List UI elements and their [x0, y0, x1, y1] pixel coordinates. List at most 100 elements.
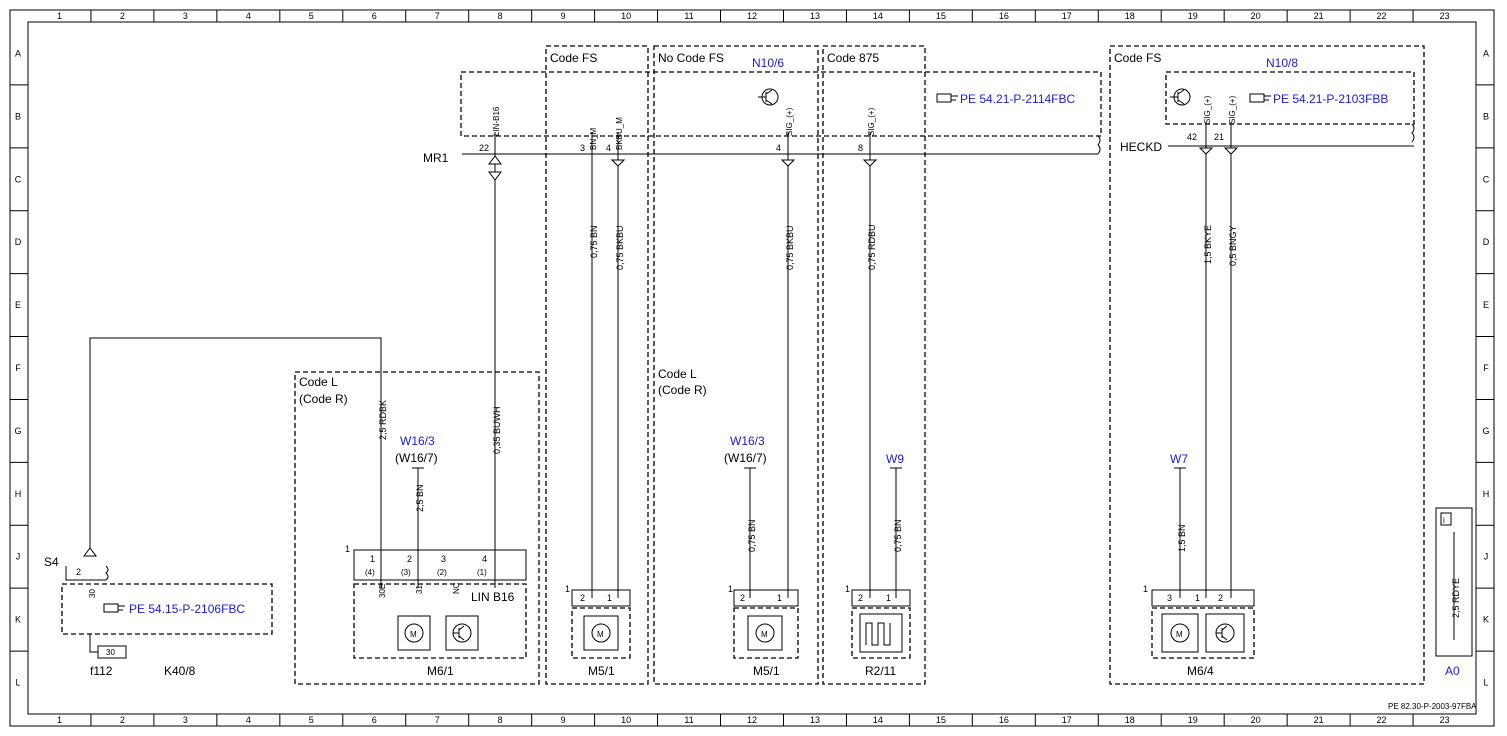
r2-11-label: R2/11 — [865, 664, 896, 678]
pin-8: 8 — [858, 143, 863, 153]
row-label: G — [1482, 426, 1489, 436]
column-label: 1 — [57, 11, 62, 21]
n10-6-label: N10/6 — [752, 56, 784, 70]
motor-icon: M — [747, 615, 783, 651]
pin-4: 4 — [606, 143, 611, 153]
ref-pe-2103[interactable]: PE 54.21-P-2103FBB — [1273, 92, 1388, 106]
document-id: PE 82.30-P-2003-97FBA — [1388, 702, 1477, 711]
row-label: F — [15, 363, 21, 373]
code-fs-right-box — [1109, 45, 1425, 685]
m5-1b-component: 1 2 1 M M5/1 — [728, 584, 799, 678]
ground-wire-w16-mid — [744, 467, 756, 598]
wire-label-1-5-bn: 1,5 BN — [1177, 524, 1187, 552]
m5-1a-component: 1 2 1 M M5/1 — [565, 584, 631, 678]
m5-1b-conn-1: 1 — [728, 584, 733, 594]
row-label: H — [1483, 489, 1490, 499]
column-label: 4 — [246, 11, 251, 21]
row-label: H — [15, 489, 22, 499]
code-fs-left-label: Code FS — [550, 51, 597, 65]
s4-label: S4 — [44, 555, 59, 569]
svg-text:i: i — [1443, 516, 1445, 525]
m6-4-conn-1: 1 — [1143, 584, 1148, 594]
pointing-hand-icon — [1249, 93, 1271, 103]
r2-11-pin-1: 1 — [886, 593, 891, 603]
wire-bngy — [1223, 124, 1239, 598]
row-label: K — [15, 615, 21, 625]
row-label: D — [1483, 237, 1490, 247]
heating-element-icon — [859, 613, 903, 653]
wire-label-0-75-bkbu-b: 0,75 BKBU — [785, 225, 795, 270]
m6-4-pin-3: 3 — [1167, 593, 1172, 603]
motor-icon: M — [1161, 613, 1199, 653]
m5-1b-pin-1: 1 — [777, 593, 782, 603]
heckd-line-break — [1411, 123, 1415, 143]
m5-1a-conn-1: 1 — [565, 584, 570, 594]
row-label: J — [16, 552, 21, 562]
column-label: 3 — [183, 11, 188, 21]
column-label: 12 — [747, 715, 757, 725]
mr1-label: MR1 — [423, 151, 449, 165]
column-label: 4 — [246, 715, 251, 725]
column-label: 6 — [372, 715, 377, 725]
m6-4-pin-1: 1 — [1195, 593, 1200, 603]
wire-label-0-35-buwh: 0,35 BUWH — [492, 406, 502, 454]
column-label: 9 — [561, 715, 566, 725]
w16-3-left-label: W16/3 — [400, 434, 435, 448]
m6-4-label: M6/4 — [1187, 664, 1214, 678]
code-fs-left-box — [545, 45, 649, 685]
code-l-left-label: Code L — [299, 375, 338, 389]
transistor-icon — [1205, 613, 1245, 653]
column-label: 11 — [684, 715, 693, 725]
diagram-frame — [9, 9, 1495, 727]
column-label: 22 — [1377, 11, 1387, 21]
m6-1-pin-4: 4 — [482, 554, 487, 564]
wire-bkye — [1198, 124, 1214, 598]
ground-wire-w7 — [1174, 467, 1186, 598]
info-icon: i — [1440, 512, 1452, 526]
transistor-icon — [758, 88, 779, 106]
column-label: 9 — [561, 11, 566, 21]
column-label: 19 — [1188, 715, 1198, 725]
m6-1-pin-1b: (4) — [365, 568, 375, 577]
m6-1-pin-3: 3 — [441, 554, 446, 564]
f112-label: f112 — [90, 664, 113, 678]
m5-1a-pin-1: 1 — [607, 593, 612, 603]
transistor-icon — [445, 615, 479, 651]
column-label: 14 — [873, 11, 883, 21]
column-label: 20 — [1251, 11, 1261, 21]
ref-pe-2106[interactable]: PE 54.15-P-2106FBC — [129, 602, 245, 616]
mr1-bus-break — [1097, 135, 1101, 155]
r2-11-conn-1: 1 — [845, 584, 850, 594]
m6-1-pin-nc: NC — [452, 582, 461, 594]
column-label: 15 — [936, 715, 946, 725]
row-label: E — [1483, 300, 1489, 310]
k40-8-label: K40/8 — [164, 664, 196, 678]
pin-3: 3 — [580, 143, 585, 153]
n10-6-module-box — [460, 71, 1102, 137]
s4-pin-30: 30 — [88, 589, 97, 598]
column-label: 8 — [498, 715, 503, 725]
m5-1a-pin-2: 2 — [580, 593, 585, 603]
pin-sig-plus-n108a: SIG_(+) — [1203, 95, 1212, 124]
column-label: 8 — [498, 11, 503, 21]
row-label: A — [15, 48, 21, 58]
wire-label-0-75-bn-c: 0,75 BN — [893, 519, 903, 552]
wire-label-2-5-rdbk: 2,5 RDBK — [378, 400, 388, 440]
wire-rdbk-feed — [89, 337, 382, 588]
column-label: 7 — [435, 715, 440, 725]
m6-1-pin-3b: (2) — [437, 568, 447, 577]
column-label: 18 — [1125, 715, 1135, 725]
motor-icon: M — [583, 615, 619, 651]
row-label: K — [1483, 615, 1489, 625]
pin-sig-plus-n108b: SIG_(+) — [1228, 95, 1237, 124]
pointing-hand-icon — [936, 93, 958, 103]
ref-pe-2114[interactable]: PE 54.21-P-2114FBC — [960, 92, 1076, 106]
pin-sig-plus-n106: SIG_(+) — [785, 107, 794, 136]
pin-lin-b16: LIN-B16 — [492, 106, 501, 136]
row-label: L — [1483, 678, 1488, 688]
wire-bkbu-m — [610, 132, 626, 598]
